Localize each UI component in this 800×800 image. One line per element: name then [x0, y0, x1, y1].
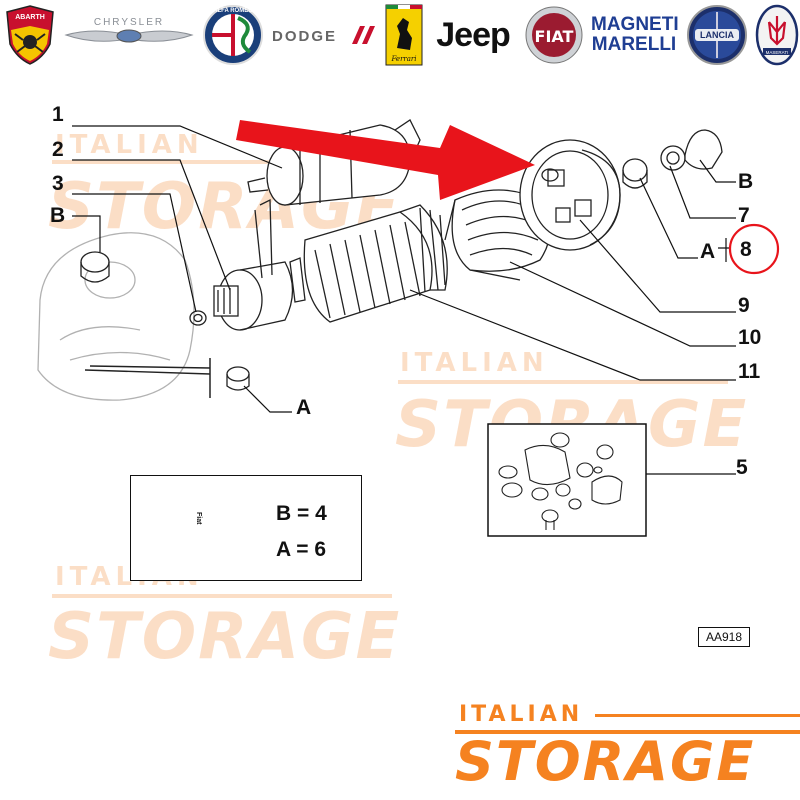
lancia-logo-text: LANCIA [700, 30, 734, 40]
dodge-logo-text: DODGE [272, 28, 337, 45]
fiat-logo-text: FIAT [535, 27, 574, 46]
callout-a-bottom: A [296, 396, 312, 419]
brand-logo-bar: ABARTH CHRYSLER ALFA ROMEO DODGE [0, 0, 800, 72]
alfa-romeo-logo-text: ALFA ROMEO [213, 8, 253, 14]
dodge-logo: DODGE [270, 4, 378, 66]
ferrari-logo-text: Ferrari [390, 55, 416, 63]
callout-1: 1 [52, 103, 64, 126]
callout-8: 8 [740, 238, 752, 261]
jeep-logo: Jeep [430, 4, 516, 66]
lancia-logo: LANCIA [686, 4, 748, 66]
chrysler-logo-text: CHRYSLER [94, 17, 164, 28]
highlight-arrow [236, 120, 535, 200]
magneti-marelli-logo: MAGNETI MARELLI [588, 4, 680, 66]
callout-11: 11 [738, 360, 761, 383]
callout-3: 3 [52, 172, 64, 195]
callout-2: 2 [52, 138, 64, 161]
chrysler-logo: CHRYSLER [64, 4, 194, 66]
maserati-logo: MASERATI [754, 4, 800, 66]
callout-7: 7 [738, 204, 750, 227]
bushing-a-right [622, 158, 648, 189]
bushing-b-left [80, 251, 110, 283]
abarth-logo-text: ABARTH [15, 14, 45, 21]
callout-5: 5 [736, 456, 748, 479]
starter-housing-ghost [37, 232, 195, 401]
ferrari-logo: Ferrari [384, 4, 424, 66]
callout-9: 9 [738, 294, 750, 317]
washer-part [660, 145, 686, 171]
jeep-logo-text: Jeep [436, 15, 510, 54]
callout-b-right: B [738, 170, 754, 193]
callout-10: 10 [738, 326, 762, 349]
drive-pinion-part [213, 198, 294, 331]
legend-a-value: A = 6 [276, 538, 326, 561]
leader-lines [72, 125, 736, 475]
fiat-logo: FIAT [524, 4, 584, 66]
retaining-ring-part [189, 310, 207, 326]
maserati-logo-text: MASERATI [766, 50, 789, 55]
callout-b-left: B [50, 204, 66, 227]
legend-tube-label: Fiat [195, 512, 202, 525]
alfa-romeo-logo: ALFA ROMEO [202, 4, 264, 66]
callout-a-right: A [700, 240, 716, 263]
end-cap-part [519, 139, 621, 251]
bushing-a-bottom [226, 366, 250, 391]
armature-part [289, 204, 448, 323]
lubricant-legend: B = 4 A = 6 Fiat [130, 475, 362, 581]
diagram-code: AA918 [698, 627, 750, 647]
magneti-marelli-logo-text: MAGNETI MARELLI [591, 14, 679, 55]
footer-brand-bottom: STORAGE [455, 730, 756, 793]
cap-b-right [684, 129, 723, 170]
highlight-circle [728, 223, 780, 275]
legend-b-value: B = 4 [276, 502, 327, 525]
repair-kit-inset [487, 423, 647, 537]
footer-brand-logo: ITALIAN STORAGE [455, 700, 800, 800]
footer-brand-top: ITALIAN [459, 702, 584, 727]
abarth-logo: ABARTH [2, 4, 58, 66]
